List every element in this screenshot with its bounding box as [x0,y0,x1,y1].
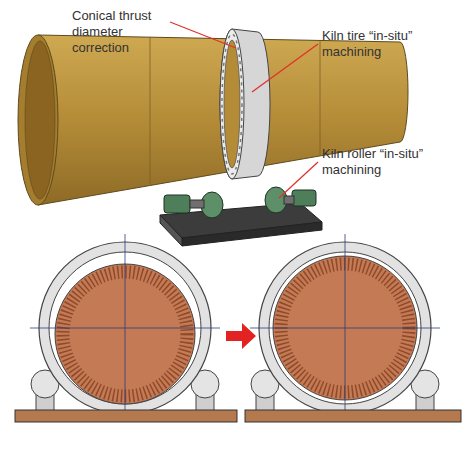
cross-section-after [245,234,461,422]
kiln-tire [220,29,244,179]
support-base [182,222,322,246]
kiln-shell [18,35,58,205]
kiln-shell [25,41,55,199]
support-base [164,195,190,213]
kiln-tire [220,29,270,179]
leader-line [279,162,318,198]
cross-section-before [125,234,126,420]
support-base [160,215,182,246]
cross-section-after [245,410,461,422]
cross-section-after [345,234,346,420]
support-base [284,196,294,204]
callout-label: Conical thrust diameter correction [72,8,168,56]
leader-line [170,22,236,48]
callout-label: Kiln tire “in-situ” machining [322,28,462,60]
callout-label: Kiln roller “in-situ” machining [322,146,468,178]
leader-line [170,22,318,198]
kiln-shell [320,40,321,156]
leader-line [252,44,318,92]
change-arrow [226,323,256,349]
cross-section-before [15,410,237,422]
support-base [292,190,316,206]
cross-section-before [15,234,237,422]
kiln-shell [18,35,408,205]
kiln-tire [224,40,240,168]
support-base [190,200,204,208]
kiln-shell [150,37,151,184]
support-base [160,187,322,246]
kiln-tire [222,34,242,174]
kiln-tire [220,29,270,179]
